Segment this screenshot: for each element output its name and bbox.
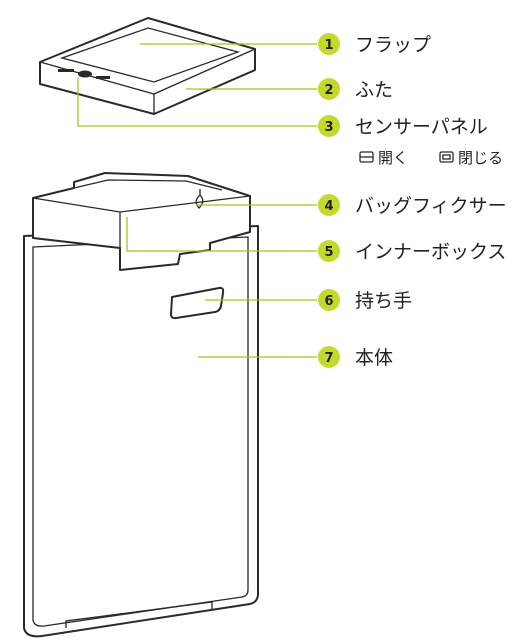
open-lid-icon — [359, 151, 374, 163]
number-badge — [318, 78, 340, 100]
callout-label-lid: ふた — [355, 79, 393, 101]
callout-label-body: 本体 — [355, 347, 393, 369]
leader-line-inner-box — [126, 217, 317, 252]
bin-body — [23, 225, 259, 638]
callout-label-inner-box: インナーボックス — [355, 241, 506, 263]
sensor-panel — [58, 69, 110, 79]
lid — [39, 17, 256, 115]
closed-lid-icon — [439, 151, 454, 163]
number-badge — [318, 240, 340, 262]
sensor-legend: 開く 閉じる — [359, 149, 503, 167]
callout-4: 4 バッグフィクサー — [318, 194, 507, 217]
callout-5: 5 インナーボックス — [318, 240, 506, 263]
inner-box — [32, 172, 251, 271]
number-badge — [318, 115, 340, 137]
callout-label-bag-fixer: バッグフィクサー — [355, 195, 507, 217]
callout-number: 3 — [324, 120, 333, 135]
leader-lines — [77, 43, 317, 358]
callout-2: 2 ふた — [318, 78, 393, 101]
number-badge — [318, 346, 340, 368]
leader-line-sensor — [77, 78, 317, 127]
callout-6: 6 持ち手 — [318, 289, 412, 312]
callout-label-flap: フラップ — [355, 34, 431, 56]
callout-number: 1 — [324, 38, 333, 53]
callout-label-handle: 持ち手 — [355, 290, 412, 312]
legend-open-label: 開く — [378, 149, 408, 167]
number-badge — [318, 33, 340, 55]
callout-1: 1 フラップ — [318, 33, 431, 56]
number-badge — [318, 289, 340, 311]
callout-number: 6 — [324, 294, 333, 309]
callout-number: 4 — [324, 199, 333, 214]
callout-number: 2 — [324, 83, 333, 98]
handle — [170, 286, 225, 320]
number-badge — [318, 194, 340, 216]
bag-fixer — [195, 189, 204, 209]
callout-7: 7 本体 — [318, 346, 393, 369]
callout-number: 5 — [324, 245, 333, 260]
legend-close-label: 閉じる — [458, 149, 503, 167]
callout-3: 3 センサーパネル — [318, 115, 488, 138]
callout-label-sensor-panel: センサーパネル — [355, 116, 488, 138]
flap — [59, 27, 241, 83]
callout-number: 7 — [324, 351, 333, 366]
